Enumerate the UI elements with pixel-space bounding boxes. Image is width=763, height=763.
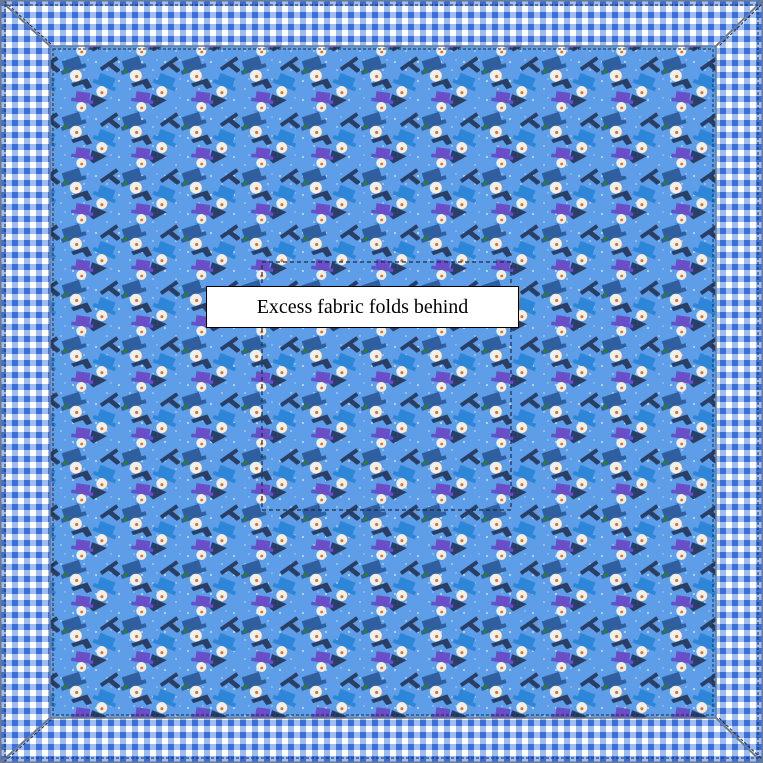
callout-excess-fabric: Excess fabric folds behind bbox=[206, 286, 519, 328]
center-fabric-panel bbox=[50, 46, 716, 718]
